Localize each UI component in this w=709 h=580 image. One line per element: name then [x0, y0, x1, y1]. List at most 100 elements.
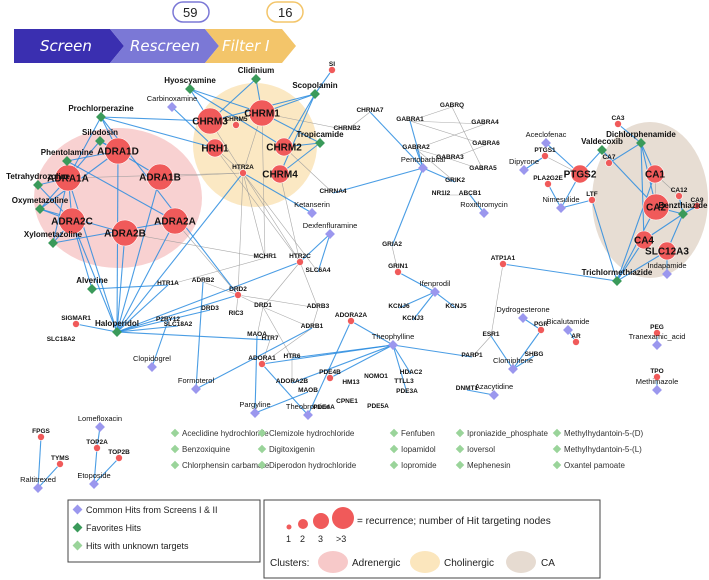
target-node-ca9	[693, 202, 701, 210]
edge	[116, 284, 169, 333]
count-badge-filter	[266, 1, 304, 23]
edge	[167, 257, 266, 286]
edge	[397, 271, 436, 293]
edge	[466, 389, 495, 396]
drug-node	[563, 325, 573, 335]
target-label: ADORA2B	[276, 378, 308, 385]
target-label: ADRB1	[301, 323, 324, 330]
drug-node	[479, 208, 489, 218]
edge	[451, 106, 484, 171]
drug-node	[508, 364, 518, 374]
target-label: SHBG	[525, 351, 544, 358]
edge	[434, 291, 457, 309]
edge	[71, 220, 118, 333]
target-label: ADRA2C	[51, 217, 93, 228]
edge	[346, 111, 371, 131]
target-label: CHRM3	[192, 117, 228, 128]
target-label: TOP2A	[86, 439, 108, 446]
target-node-chrm4	[270, 164, 290, 184]
edge	[311, 307, 319, 329]
target-node-chrm2	[274, 137, 294, 157]
unknown-hit-label: Diperodon hydrochloride	[269, 461, 357, 470]
drug-label: Raltitrexed	[20, 475, 56, 484]
target-label: ADRA1D	[97, 147, 139, 158]
edge	[608, 142, 642, 164]
target-label: MCHR1	[253, 253, 276, 260]
drug-node	[95, 136, 105, 146]
edge	[616, 173, 656, 282]
target-node-ca12	[675, 192, 683, 200]
unknown-hit-label: Aceclidine hydrochloride	[182, 429, 269, 438]
unknown-hit-icon	[257, 460, 267, 470]
target-label: KCNJ3	[402, 315, 424, 322]
target-node-ca3	[614, 120, 622, 128]
edge	[398, 291, 436, 309]
legend-cluster-adrenergic-swatch	[318, 551, 348, 573]
target-label: TOP2B	[108, 449, 130, 456]
legend-size-1	[286, 524, 292, 530]
edge	[116, 261, 301, 333]
target-node-ca4	[634, 230, 654, 250]
target-label: RIC3	[229, 310, 244, 317]
unknown-hit-label: Fenfuben	[401, 429, 435, 438]
target-label: SLC18A2	[164, 321, 193, 328]
target-label: ATP1A1	[491, 255, 516, 262]
edge	[256, 306, 264, 337]
edge	[329, 344, 394, 379]
drug-label: Tetrahydrozoline	[6, 172, 70, 181]
target-label: ADRB2	[192, 277, 215, 284]
edge	[591, 199, 618, 282]
target-node-adora1	[258, 360, 266, 368]
target-label: GABRA2	[402, 144, 430, 151]
target-label: CHRNA4	[319, 188, 346, 195]
pipeline-step-rescreen-label: Rescreen	[130, 37, 200, 55]
target-label: PDE5A	[367, 403, 389, 410]
edge	[523, 155, 546, 171]
edge	[392, 344, 473, 358]
unknown-hit-label: Mephenesin	[467, 461, 511, 470]
target-label: LTF	[586, 191, 597, 198]
edge	[279, 173, 301, 263]
edge	[616, 250, 668, 282]
drug-node	[95, 422, 105, 432]
edge	[261, 327, 313, 365]
unknown-hit-icon	[170, 460, 180, 470]
target-node-htr2a	[239, 169, 247, 177]
edge	[409, 120, 487, 146]
drug-node	[597, 145, 607, 155]
drug-label: Xylometazoline	[24, 230, 83, 239]
target-node-chrm1	[248, 99, 276, 127]
target-label: CA2	[646, 203, 666, 214]
edge	[195, 281, 204, 390]
edge	[116, 325, 179, 333]
unknown-hit-icon	[389, 444, 399, 454]
target-node-ca1	[645, 164, 665, 184]
edge	[261, 112, 348, 131]
edge	[189, 88, 285, 148]
target-label: DRD1	[254, 302, 272, 309]
drug-label: Azacytidine	[475, 382, 513, 391]
edge	[93, 457, 120, 485]
drug-label: Scopolamin	[292, 81, 337, 90]
legend-hit-types-box	[67, 499, 261, 563]
unknown-hit-icon	[552, 428, 562, 438]
edge	[283, 93, 316, 148]
edge	[66, 160, 176, 222]
target-label: MAOA	[247, 331, 267, 338]
target-label: GRIA2	[382, 241, 402, 248]
edge	[124, 232, 266, 259]
edge	[291, 344, 394, 384]
target-label: CA7	[602, 154, 615, 161]
drug-label: Roxithromycin	[460, 200, 508, 209]
edge	[67, 177, 118, 333]
legend-size-4	[332, 507, 354, 529]
pipeline-step-filter-label: Filter I	[222, 37, 270, 55]
unknown-hit-label: Iproniazide_phosphate	[467, 429, 549, 438]
target-node-slc12a3	[657, 241, 677, 261]
edge	[391, 167, 424, 247]
drug-label: Aceclofenac	[526, 130, 567, 139]
edge	[262, 261, 301, 308]
drug-label: Pargyline	[239, 400, 270, 409]
drug-node	[147, 362, 157, 372]
